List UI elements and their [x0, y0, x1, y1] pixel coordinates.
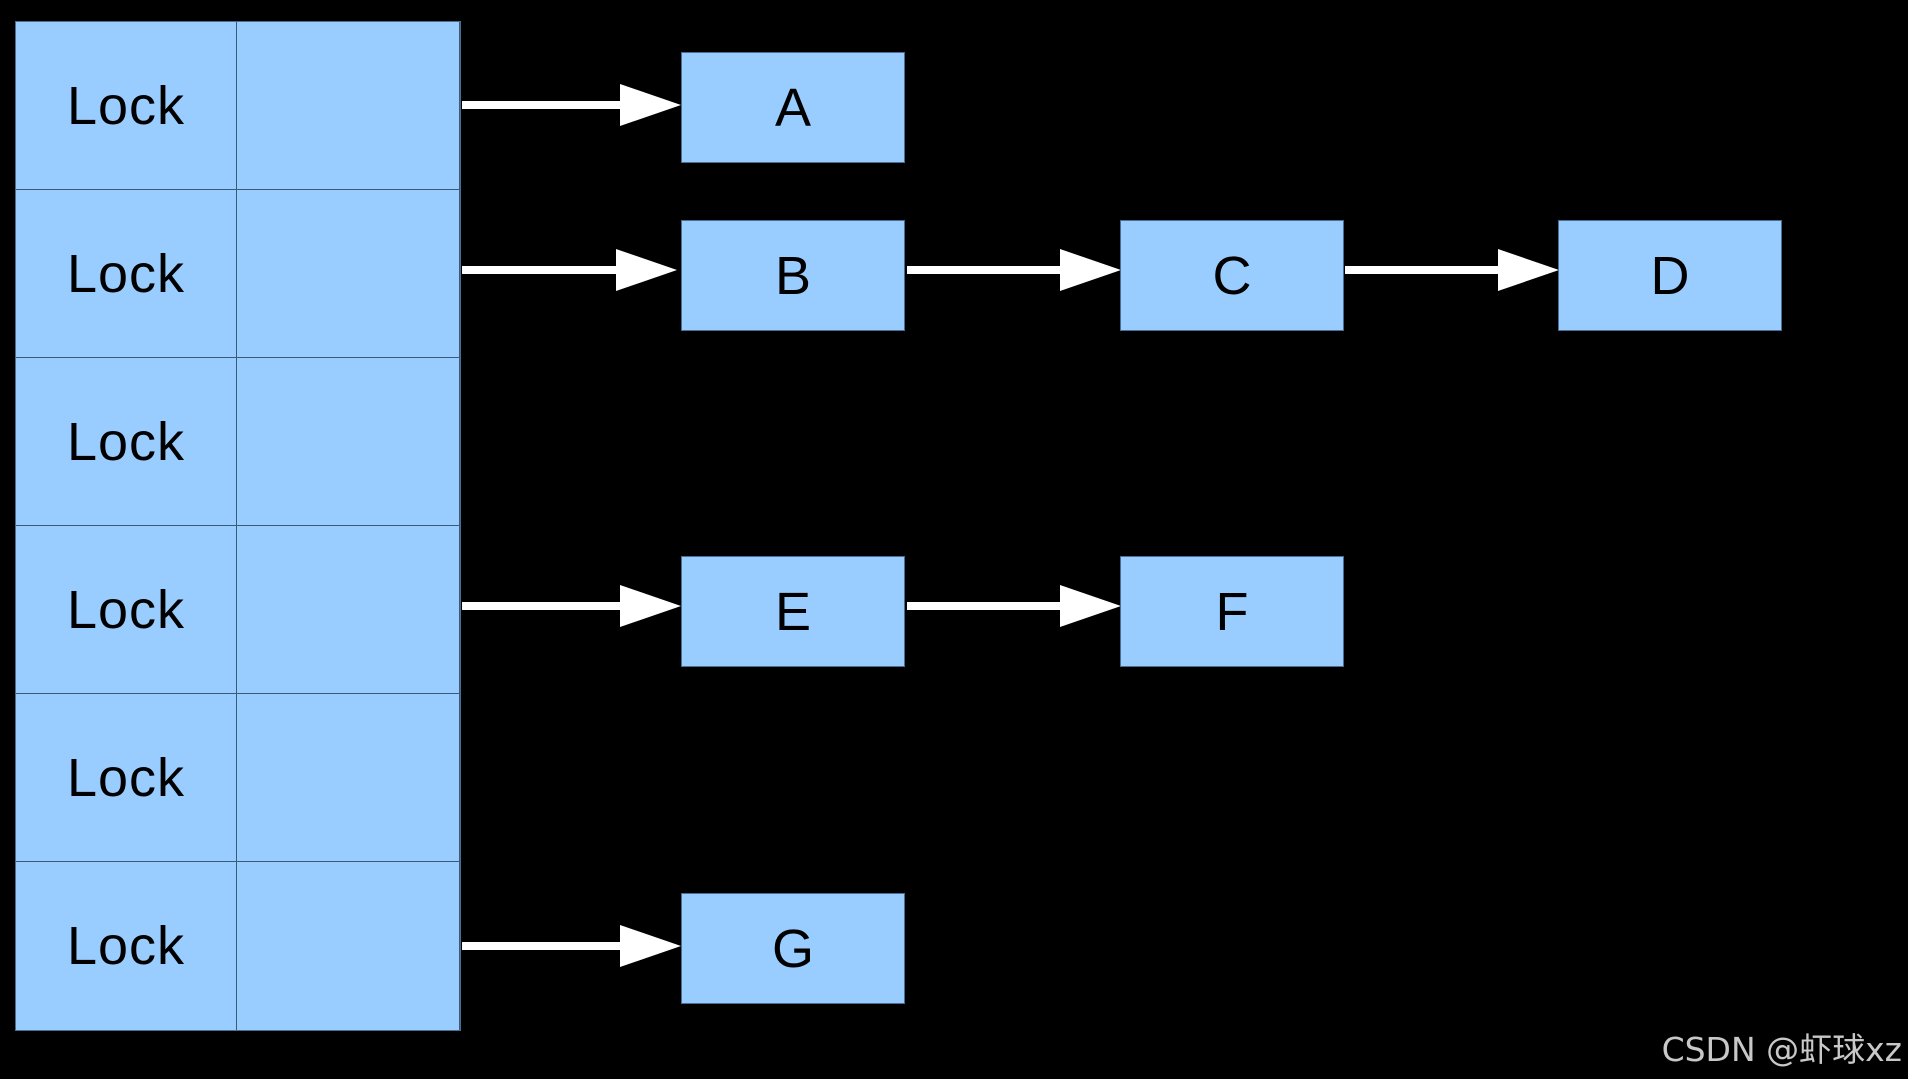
bucket-row-3: Lock [16, 526, 460, 694]
lock-cell: Lock [16, 862, 237, 1030]
arrow-bucket3-to-e [462, 585, 681, 627]
node-a: A [681, 52, 905, 163]
node-label: C [1212, 245, 1252, 306]
pointer-cell [237, 22, 460, 190]
lock-label: Lock [66, 411, 186, 472]
bucket-table: Lock Lock Lock Lock Lock Lock [15, 21, 461, 1031]
node-e: E [681, 556, 905, 667]
node-f: F [1120, 556, 1344, 667]
arrow-c-to-d [1345, 249, 1559, 291]
arrow-e-to-f [907, 585, 1121, 627]
arrow-bucket5-to-g [462, 925, 681, 967]
lock-cell: Lock [16, 526, 237, 694]
lock-cell: Lock [16, 694, 237, 862]
node-d: D [1558, 220, 1782, 331]
node-b: B [681, 220, 905, 331]
lock-label: Lock [66, 579, 186, 640]
lock-label: Lock [66, 747, 186, 808]
node-label: G [771, 918, 814, 979]
node-label: F [1215, 581, 1249, 642]
lock-label: Lock [66, 75, 186, 136]
bucket-row-0: Lock [16, 22, 460, 190]
pointer-cell [237, 526, 460, 694]
node-label: D [1650, 245, 1690, 306]
lock-cell: Lock [16, 358, 237, 526]
bucket-row-1: Lock [16, 190, 460, 358]
node-label: B [774, 245, 812, 306]
arrow-bucket1-to-b [462, 249, 677, 291]
bucket-row-5: Lock [16, 862, 460, 1030]
node-label: A [774, 77, 812, 138]
pointer-cell [237, 694, 460, 862]
node-g: G [681, 893, 905, 1004]
watermark: CSDN @虾球xz [1661, 1030, 1902, 1069]
lock-cell: Lock [16, 190, 237, 358]
pointer-cell [237, 190, 460, 358]
lock-cell: Lock [16, 22, 237, 190]
lock-label: Lock [66, 916, 186, 976]
arrow-b-to-c [907, 249, 1121, 291]
arrow-bucket0-to-a [462, 84, 681, 126]
node-c: C [1120, 220, 1344, 331]
bucket-row-2: Lock [16, 358, 460, 526]
pointer-cell [237, 862, 460, 1030]
node-label: E [774, 581, 812, 642]
bucket-row-4: Lock [16, 694, 460, 862]
pointer-cell [237, 358, 460, 526]
lock-label: Lock [66, 243, 186, 304]
